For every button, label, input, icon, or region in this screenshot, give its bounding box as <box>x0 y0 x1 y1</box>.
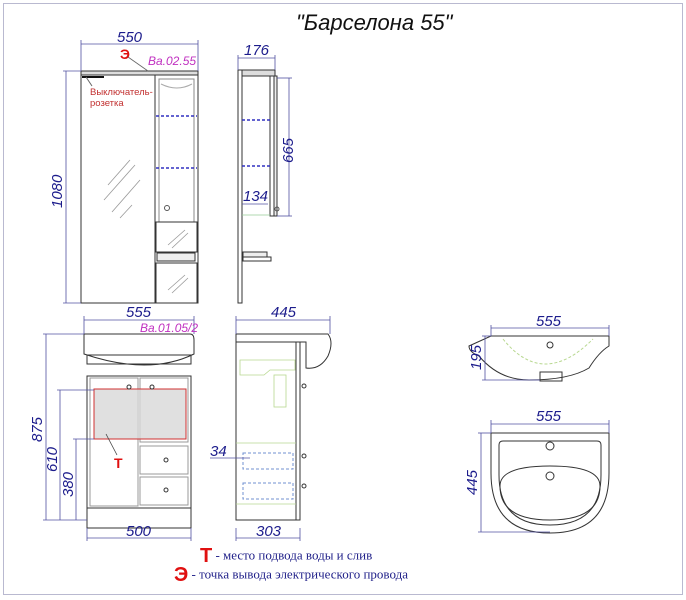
dim-drawer-offset: 34 <box>210 443 227 460</box>
product-title: "Барселона 55" <box>296 10 453 35</box>
dim-vanity-body-width: 500 <box>126 523 152 540</box>
dim-cabinet-height: 665 <box>280 137 297 163</box>
legend-water-text: - место подвода воды и слив <box>215 547 373 563</box>
dim-basin-front-height: 195 <box>468 344 485 370</box>
legend-water-mark: Т <box>200 545 213 567</box>
dim-vertical-vanity <box>43 333 94 521</box>
dim-1080 <box>63 70 81 304</box>
switch-label-line2: розетка <box>90 98 124 109</box>
dim-basin-top <box>478 420 610 533</box>
electric-marker: Э <box>120 46 130 62</box>
dim-vanity-depth: 445 <box>271 304 297 321</box>
dim-zone-bottom: 380 <box>60 471 77 497</box>
legend-electric-mark: Э <box>174 564 189 586</box>
dim-basin-front-width: 555 <box>536 313 562 330</box>
dim-basin-front <box>482 325 610 381</box>
mirror-cabinet-front <box>80 70 199 304</box>
dim-500 <box>86 528 192 541</box>
drawing-frame <box>3 3 683 595</box>
mirror-cabinet-side <box>237 69 280 304</box>
basin-front <box>468 335 610 382</box>
dim-mirror-width: 550 <box>117 29 143 46</box>
water-marker: Т <box>114 455 123 471</box>
dim-665 <box>277 77 292 217</box>
dim-176 <box>237 55 276 70</box>
dim-mirror-depth: 176 <box>244 42 270 59</box>
dim-basin-top-depth: 445 <box>464 469 481 495</box>
dim-vanity-top-width: 555 <box>126 304 152 321</box>
legend-water: Т - место подвода воды и слив <box>200 545 372 568</box>
mirror-cabinet-code: Ba.02.55 <box>148 54 196 68</box>
dim-550 <box>80 40 199 71</box>
dim-zone-top: 610 <box>44 446 61 472</box>
switch-label-line1: Выключатель- <box>90 87 153 98</box>
dim-445-side <box>210 316 331 541</box>
dim-vanity-height: 875 <box>29 416 46 442</box>
vanity-front <box>83 333 195 529</box>
dim-mirror-height: 1080 <box>49 174 66 208</box>
vanity-side <box>235 333 332 521</box>
dim-555-vanity <box>83 316 195 334</box>
legend-electric-text: - точка вывода электрического провода <box>191 566 408 582</box>
legend-electric: Э - точка вывода электрического провода <box>174 564 408 587</box>
dim-basin-top-width: 555 <box>536 408 562 425</box>
basin-top <box>490 432 610 534</box>
dim-vanity-body-depth: 303 <box>256 523 282 540</box>
dim-shelf-depth: 134 <box>243 188 268 205</box>
vanity-code: Ba.01.05/2 <box>140 321 198 335</box>
